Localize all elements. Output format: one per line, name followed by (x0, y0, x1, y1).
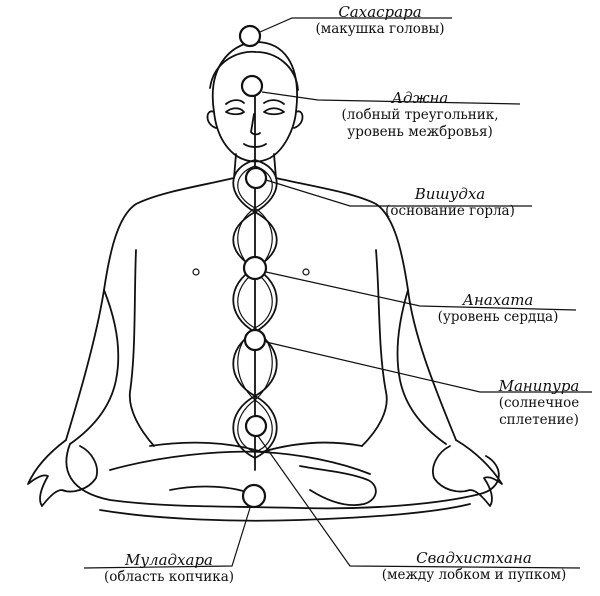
chakra-location: (область копчика) (103, 569, 235, 585)
head-outline (211, 41, 298, 163)
chakra-point-manipura (243, 328, 267, 352)
chakra-name: Анахата (462, 291, 534, 309)
base-line (99, 503, 471, 522)
right-nipple (302, 268, 310, 276)
chakra-location: уровень межбровья) (347, 124, 493, 140)
chakra-location: (основание горла) (385, 203, 515, 219)
left-nipple (192, 268, 200, 276)
leader-lines (83, 17, 592, 569)
chakra-name: Манипура (498, 377, 580, 395)
pingala-channel (232, 159, 278, 459)
left-torso (128, 249, 155, 447)
leader-line-sahasrara (259, 17, 452, 33)
right-brow (263, 99, 285, 105)
left-thigh (149, 441, 263, 453)
leader-line-svadhisthana (257, 435, 581, 569)
right-thigh (261, 441, 363, 453)
chakra-point-anahata (242, 255, 268, 281)
right-inner-arm (396, 289, 447, 445)
chakra-name: Муладхара (124, 551, 213, 569)
label-svadhisthana: Свадхистхана (между лобком и пупком) (370, 550, 578, 584)
left-foot-crease (169, 485, 253, 495)
legs-outer (65, 443, 500, 510)
leader-line-anahata (265, 271, 577, 311)
left-inner-arm (69, 289, 120, 445)
left-brow (225, 99, 245, 105)
leader-line-ajna (261, 91, 521, 105)
label-anahata: Анахата (уровень сердца) (428, 292, 568, 326)
ida-channel (232, 159, 278, 459)
chakra-location: (солнечное (498, 395, 580, 411)
chakra-location: (макушка головы) (315, 21, 445, 37)
chakra-point-sahasrara (238, 24, 262, 48)
left-ear (206, 110, 217, 129)
ida-inner (237, 165, 273, 453)
leader-line-muladhara (83, 507, 251, 569)
label-sahasrara: Сахасрара (макушка головы) (300, 4, 460, 38)
label-muladhara: Муладхара (область копчика) (84, 552, 254, 586)
chakra-location: сплетение) (499, 412, 579, 428)
left-eye (225, 107, 245, 116)
right-ear (293, 110, 304, 129)
chakra-point-svadhisthana (244, 414, 268, 438)
chakra-point-ajna (240, 74, 264, 98)
seated-figure (27, 41, 503, 522)
right-shoulder-arm (273, 153, 457, 441)
right-foot (299, 465, 377, 506)
chakra-points (238, 24, 268, 509)
chakra-point-vishuddha (244, 166, 268, 190)
chakra-name: Сахасрара (338, 3, 422, 21)
left-shoulder-arm (65, 153, 237, 441)
chakra-location: (уровень сердца) (437, 309, 559, 325)
label-manipura: Манипура (солнечное сплетение) (488, 378, 590, 429)
chakra-location: (лобный треугольник, (341, 107, 499, 123)
leader-line-manipura (265, 341, 592, 393)
left-hand (27, 439, 98, 507)
chakra-name: Вишудха (414, 185, 486, 203)
right-torso (361, 249, 388, 447)
chakra-name: Аджна (391, 89, 449, 107)
chakra-point-muladhara (241, 483, 267, 509)
pingala-inner (237, 165, 273, 453)
chakra-location: (между лобком и пупком) (381, 567, 567, 583)
label-vishuddha: Вишудха (основание горла) (376, 186, 524, 220)
leader-line-vishuddha (265, 179, 532, 207)
hairline (209, 50, 299, 91)
right-eye (263, 107, 285, 116)
label-ajna: Аджна (лобный треугольник, уровень межбр… (330, 90, 510, 141)
chakra-name: Свадхистхана (416, 549, 532, 567)
right-hand (432, 439, 503, 507)
